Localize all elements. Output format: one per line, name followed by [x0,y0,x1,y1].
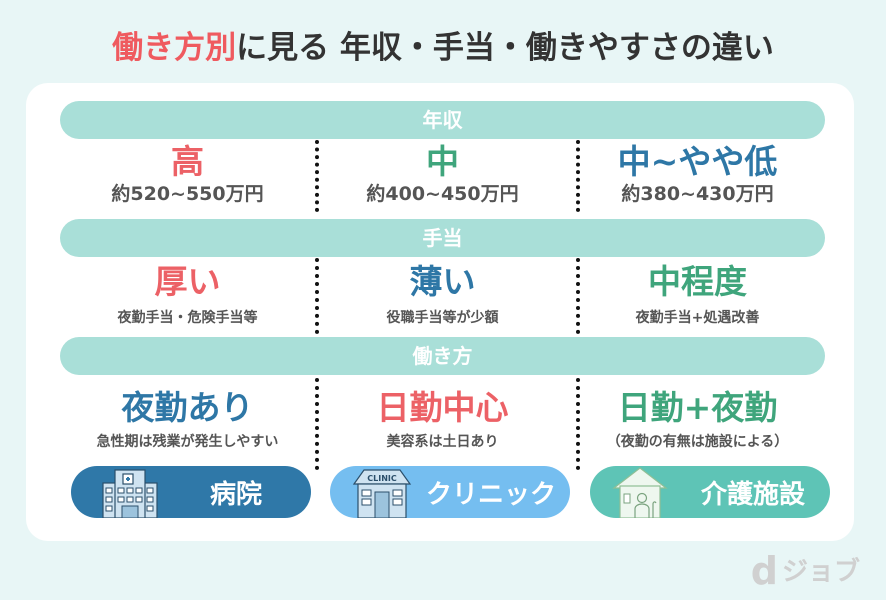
salary-hospital: 高 約520~550万円 [60,142,315,206]
allowance-level: 薄い [409,262,476,301]
workstyle-hospital: 夜勤あり 急性期は残業が発生しやすい [60,388,315,452]
clinic-sign: CLINIC [367,474,397,483]
facility-care: 介護施設 [590,466,830,518]
column-divider [315,258,319,334]
care-home-icon [612,467,668,518]
salary-level: 中 [426,142,459,181]
allowance-level: 厚い [154,262,221,301]
page-title: 働き方別に見る 年収・手当・働きやすさの違い [0,28,886,68]
column-divider [315,378,319,470]
column-divider [576,258,580,334]
salary-range: 約520~550万円 [111,183,264,205]
allowance-level: 中程度 [648,262,747,301]
allowance-detail: 夜勤手当+処遇改善 [635,310,760,326]
workstyle-clinic: 日勤中心 美容系は土日あり [315,388,570,452]
salary-level: 中~やや低 [617,142,778,181]
section-header-workstyle: 働き方 [60,337,825,375]
workstyle-note: （夜勤の有無は施設による） [606,434,789,450]
title-accent: 働き方別 [112,30,237,66]
facility-label: 病院 [209,479,262,510]
salary-range: 約380~430万円 [621,183,774,205]
brand-logo: d ジョブ [750,549,860,593]
salary-range: 約400~450万円 [366,183,519,205]
hospital-icon [102,469,158,518]
allowance-clinic: 薄い 役職手当等が少額 [315,262,570,328]
facility-label: クリニック [426,479,557,510]
allowance-detail: 役職手当等が少額 [386,310,499,326]
salary-level: 高 [171,142,204,181]
section-header-allowance: 手当 [60,219,825,257]
column-divider [576,378,580,470]
title-rest: に見る 年収・手当・働きやすさの違い [236,30,774,66]
workstyle-care: 日勤+夜勤 （夜勤の有無は施設による） [570,388,825,452]
allowance-detail: 夜勤手当・危険手当等 [117,310,258,326]
column-divider [315,140,319,212]
allowance-row: 厚い 夜勤手当・危険手当等 薄い 役職手当等が少額 中程度 夜勤手当+処遇改善 [60,262,825,328]
facility-label: 介護施設 [700,479,805,510]
workstyle-type: 日勤中心 [376,388,509,427]
workstyle-note: 美容系は土日あり [386,434,499,450]
section-header-salary: 年収 [60,101,825,139]
workstyle-type: 日勤+夜勤 [617,388,778,427]
logo-text: ジョブ [781,557,860,587]
comparison-card [26,83,854,541]
allowance-hospital: 厚い 夜勤手当・危険手当等 [60,262,315,328]
column-divider [576,140,580,212]
allowance-care: 中程度 夜勤手当+処遇改善 [570,262,825,328]
logo-mark: d [750,549,778,593]
clinic-icon: CLINIC [352,469,412,518]
salary-care: 中~やや低 約380~430万円 [570,142,825,206]
facility-hospital: 病院 [71,466,311,518]
workstyle-type: 夜勤あり [121,388,254,427]
workstyle-note: 急性期は残業が発生しやすい [96,434,279,450]
workstyle-row: 夜勤あり 急性期は残業が発生しやすい 日勤中心 美容系は土日あり 日勤+夜勤 （… [60,388,825,452]
salary-row: 高 約520~550万円 中 約400~450万円 中~やや低 約380~430… [60,142,825,206]
salary-clinic: 中 約400~450万円 [315,142,570,206]
facility-clinic: CLINIC クリニック [330,466,570,518]
